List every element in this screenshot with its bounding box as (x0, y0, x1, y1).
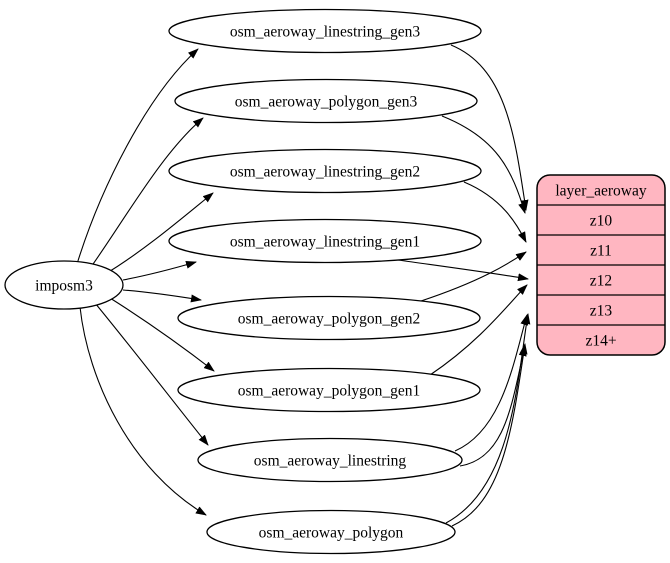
table-label: osm_aeroway_linestring (254, 453, 407, 470)
edge-imposm3-to-osm-aeroway-linestring (94, 302, 209, 446)
edges-from-source (76, 48, 215, 516)
table-label: osm_aeroway_polygon_gen2 (238, 311, 421, 328)
field-z11: z11 (590, 243, 612, 260)
table-ellipse (177, 295, 481, 341)
node-osm-aeroway-linestring-gen3: osm_aeroway_linestring_gen3 (168, 8, 482, 54)
edge-polygon-gen2-to-z11 (420, 251, 527, 302)
table-label: osm_aeroway_polygon (259, 525, 404, 542)
node-osm-aeroway-polygon-gen3: osm_aeroway_polygon_gen3 (174, 78, 478, 124)
table-ellipse (206, 509, 456, 555)
edge-polygon-gen3-to-z10 (441, 115, 526, 214)
field-z13: z13 (590, 303, 613, 320)
table-ellipse (177, 367, 481, 413)
node-osm-aeroway-polygon: osm_aeroway_polygon (206, 509, 456, 555)
edge-imposm3-to-osm-aeroway-polygon-gen2 (122, 289, 202, 303)
imposm3-ellipse (4, 260, 124, 310)
table-ellipse (168, 148, 482, 194)
edge-imposm3-to-osm-aeroway-polygon (79, 306, 207, 516)
table-ellipse (168, 218, 482, 264)
node-osm-aeroway-linestring-gen2: osm_aeroway_linestring_gen2 (168, 148, 482, 194)
table-ellipse (174, 78, 478, 124)
table-label: osm_aeroway_polygon_gen1 (238, 383, 421, 400)
imposm3-label: imposm3 (35, 278, 93, 295)
node-osm-aeroway-polygon-gen1: osm_aeroway_polygon_gen1 (177, 367, 481, 413)
node-osm-aeroway-linestring-gen1: osm_aeroway_linestring_gen1 (168, 218, 482, 264)
node-layer-aeroway: layer_aeroway z10 z11 z12 z13 z14+ (536, 174, 666, 356)
edge-imposm3-to-osm-aeroway-linestring-gen3 (76, 48, 199, 265)
table-label: osm_aeroway_polygon_gen3 (235, 94, 418, 111)
edge-linestring-gen3-to-z10 (450, 44, 529, 211)
table-label: osm_aeroway_linestring_gen1 (230, 234, 420, 251)
edge-imposm3-to-osm-aeroway-polygon-gen3 (90, 117, 204, 268)
edge-imposm3-to-osm-aeroway-linestring-gen2 (106, 192, 214, 274)
edge-linestring-gen1-to-z12 (397, 259, 529, 282)
edges-to-layer (397, 44, 531, 527)
node-imposm3: imposm3 (4, 260, 124, 310)
table-ellipse (197, 437, 463, 483)
field-z12: z12 (590, 273, 612, 290)
node-osm-aeroway-linestring: osm_aeroway_linestring (197, 437, 463, 483)
node-osm-aeroway-polygon-gen2: osm_aeroway_polygon_gen2 (177, 295, 481, 341)
edge-linestring-gen2-to-z11 (463, 181, 527, 243)
layer-aeroway-title: layer_aeroway (555, 183, 646, 200)
field-z10: z10 (590, 213, 613, 230)
edge-polygon-to-z14 (451, 343, 528, 527)
table-label: osm_aeroway_linestring_gen3 (230, 24, 421, 41)
edge-linestring-to-z14 (459, 345, 527, 467)
edge-imposm3-to-osm-aeroway-polygon-gen1 (109, 297, 215, 372)
edge-linestring-to-z13 (454, 314, 529, 452)
table-label: osm_aeroway_linestring_gen2 (230, 164, 420, 181)
edge-polygon-to-z13 (445, 313, 531, 524)
edge-imposm3-to-osm-aeroway-linestring-gen1 (122, 260, 197, 281)
table-ellipse (168, 8, 482, 54)
field-z14plus: z14+ (585, 333, 616, 350)
edge-polygon-gen1-to-z12 (429, 284, 528, 376)
